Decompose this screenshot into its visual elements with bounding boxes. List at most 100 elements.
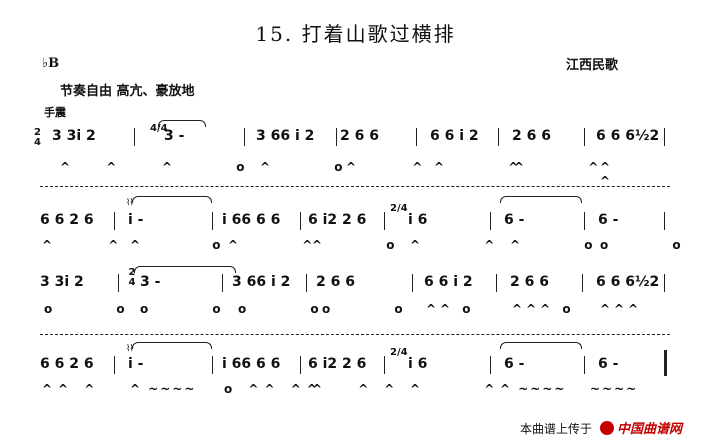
bar-line	[498, 128, 499, 146]
measure: 6 6 i 2	[424, 274, 473, 290]
articulation: o o	[238, 302, 349, 316]
articulation: ^^^ o	[512, 302, 575, 316]
time-signature: 2/4	[390, 203, 408, 214]
measure: i -	[128, 356, 144, 372]
final-bar-line	[664, 350, 667, 376]
bar-line	[584, 356, 585, 374]
measure: 6 6 i 2	[430, 128, 479, 144]
bar-line	[118, 274, 119, 292]
bar-line	[300, 212, 301, 230]
measure: 2 6 6	[340, 128, 379, 144]
articulation: o ^^ ^^	[224, 382, 323, 396]
articulation: ^ ^	[346, 160, 449, 174]
measure: 6 -	[598, 212, 619, 228]
tremolo-mark: ⌇⌇	[126, 344, 134, 354]
articulation: o o	[140, 302, 251, 316]
articulation: ^ ^	[410, 238, 525, 252]
measure: 6 -	[598, 356, 619, 372]
measure: 6 -	[504, 212, 525, 228]
bar-line	[384, 356, 385, 374]
articulation: ^ o	[162, 160, 275, 174]
measure: i 66 6 6	[222, 356, 281, 372]
articulation: ^ ^	[514, 160, 629, 174]
articulation: ^ ^^	[312, 382, 411, 396]
bar-line	[490, 212, 491, 230]
bar-line	[416, 128, 417, 146]
bar-line	[212, 356, 213, 374]
articulation: ^ ^	[434, 160, 549, 174]
measure: i -	[128, 212, 144, 228]
system-separator	[40, 186, 670, 187]
articulation: ^ ^	[60, 160, 133, 174]
articulation: ^ ~~~~	[130, 382, 197, 396]
slur	[500, 342, 582, 349]
measure: 2 6 6	[316, 274, 355, 290]
bar-line	[582, 274, 583, 292]
bar-line	[244, 128, 245, 146]
bar-line	[222, 274, 223, 292]
articulation: ^ ^	[228, 238, 343, 252]
bar-line	[114, 356, 115, 374]
articulation: ^ ~~~~	[500, 382, 567, 396]
key-signature: ♭B	[42, 56, 60, 71]
tempo-marking: 节奏自由 高亢、豪放地	[60, 84, 195, 99]
measure: 6 6 2 6	[40, 356, 94, 372]
measure: i 6	[408, 356, 428, 372]
measure: 3 66 i 2	[232, 274, 291, 290]
site-logo[interactable]: 中国曲谱网	[600, 418, 682, 437]
slur	[134, 266, 236, 273]
articulation: ^^ o	[426, 302, 475, 316]
measure: 6 i2 2 6	[308, 212, 367, 228]
bar-line	[664, 212, 665, 230]
measure: 6 -	[504, 356, 525, 372]
articulation: ~~~~	[590, 382, 639, 396]
measure: 3 3i 2	[40, 274, 84, 290]
bar-line	[664, 128, 665, 146]
bar-line	[490, 356, 491, 374]
tremolo-mark: ⌇⌇	[126, 198, 134, 208]
bar-line	[300, 356, 301, 374]
slur	[500, 196, 582, 203]
bar-line	[664, 274, 665, 292]
articulation: ^^^	[600, 302, 643, 316]
articulation: ^ o	[130, 238, 255, 252]
song-title: 15. 打着山歌过横排	[255, 22, 456, 46]
site-name: 中国曲谱网	[617, 422, 683, 437]
bar-line	[412, 274, 413, 292]
measure: 6 6 6½2	[596, 128, 660, 144]
measure: 6 i2 2 6	[308, 356, 367, 372]
measure: 6 6 6½2	[596, 274, 660, 290]
score-system-4: 6 6 2 6 ⌇⌇ i - i 66 6 6 6 i2 2 6 2/4 i 6…	[0, 338, 711, 418]
bar-line	[134, 128, 135, 146]
slur	[132, 342, 212, 349]
articulation: o o	[322, 302, 433, 316]
slur	[132, 196, 212, 203]
bar-line	[212, 212, 213, 230]
time-signature: 4/4	[150, 123, 168, 134]
measure: 3 -	[164, 128, 185, 144]
articulation: ^ ^	[42, 238, 145, 252]
articulation: ^^ ^	[42, 382, 101, 396]
technique-marking: 手震	[44, 106, 66, 119]
footer-text: 本曲谱上传于	[520, 422, 593, 436]
articulation: ^ ^	[600, 160, 641, 188]
measure: 3 -	[140, 274, 161, 290]
time-signature: 2/4	[390, 347, 408, 358]
slur	[158, 120, 206, 127]
articulation: ^ o	[312, 238, 425, 252]
measure: i 6	[408, 212, 428, 228]
song-origin: 江西民歌	[566, 58, 619, 73]
articulation: ^ o	[260, 160, 373, 174]
articulation: ^ ^	[410, 382, 525, 396]
measure: 2 6 6	[510, 274, 549, 290]
bar-line	[496, 274, 497, 292]
articulation: o o	[44, 302, 155, 316]
bar-line	[114, 212, 115, 230]
logo-icon	[600, 421, 614, 435]
measure: 6 6 2 6	[40, 212, 94, 228]
